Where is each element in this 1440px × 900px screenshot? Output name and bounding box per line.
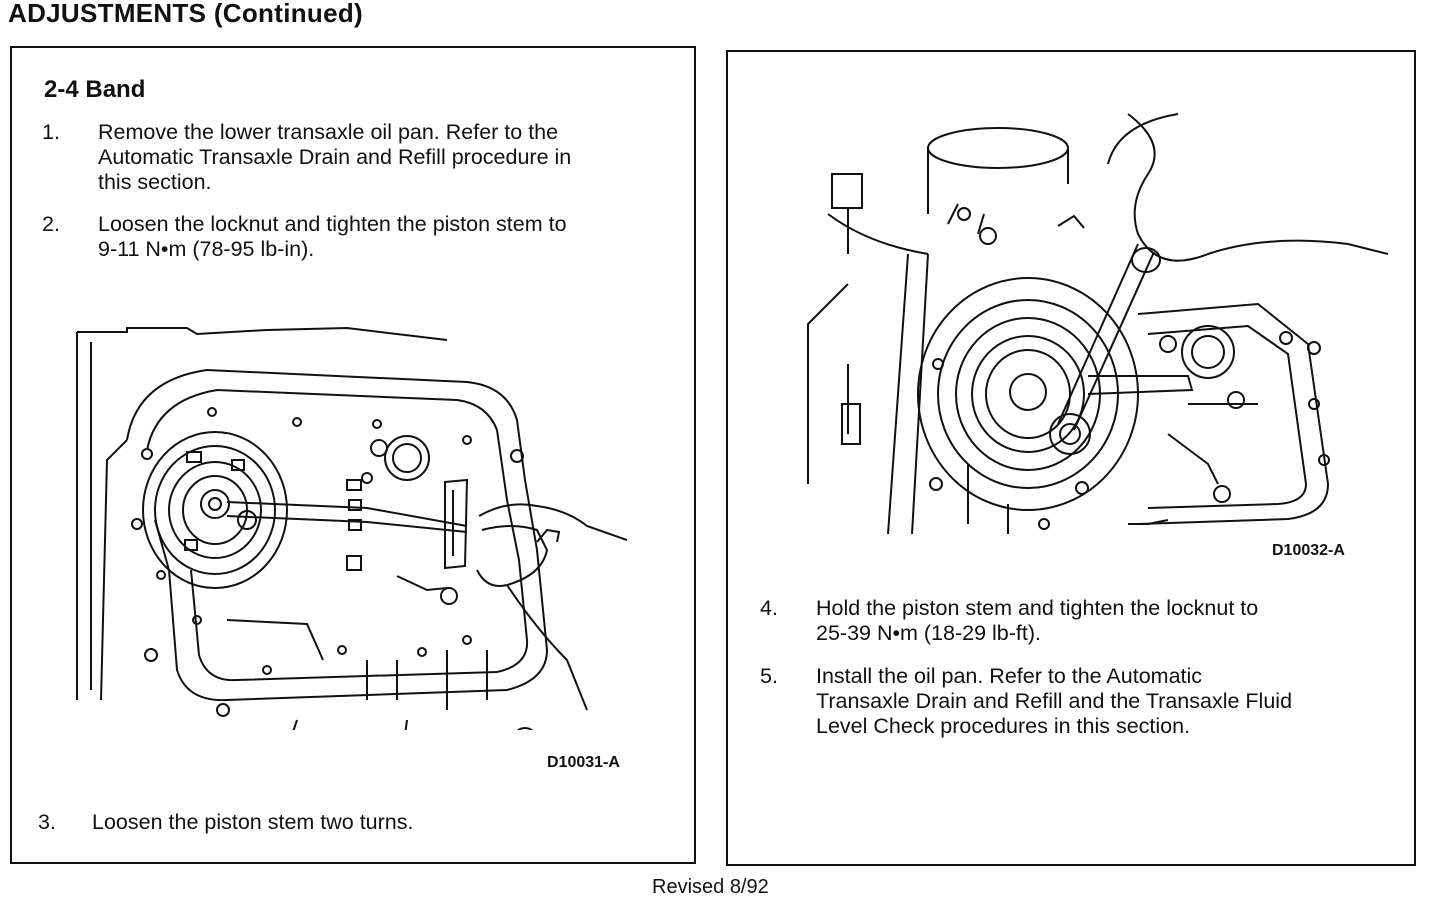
step-line: Install the oil pan. Refer to the Automa… bbox=[816, 664, 1203, 688]
step-3: 3. Loosen the piston stem two turns. bbox=[38, 810, 678, 838]
step-1: 1. Remove the lower transaxle oil pan. R… bbox=[42, 120, 682, 198]
step-line: 25-39 N•m (18-29 lb-ft). bbox=[816, 621, 1041, 645]
revision-footer: Revised 8/92 bbox=[652, 876, 769, 898]
step-line: Loosen the piston stem two turns. bbox=[92, 810, 414, 834]
figure-id: D10032-A bbox=[1272, 542, 1345, 559]
section-title: 2-4 Band bbox=[44, 76, 146, 103]
step-line: Level Check procedures in this section. bbox=[816, 714, 1191, 738]
step-line: 9-11 N•m (78-95 lb-in). bbox=[98, 237, 315, 261]
step-line: Automatic Transaxle Drain and Refill pro… bbox=[98, 145, 572, 169]
page-heading: ADJUSTMENTS (Continued) bbox=[8, 0, 363, 28]
left-panel: 2-4 Band 1. Remove the lower transaxle o… bbox=[10, 46, 696, 864]
step-line: Loosen the locknut and tighten the pisto… bbox=[98, 212, 567, 236]
step-4: 4. Hold the piston stem and tighten the … bbox=[760, 596, 1400, 648]
step-number: 3. bbox=[38, 810, 56, 834]
step-line: Remove the lower transaxle oil pan. Refe… bbox=[98, 120, 559, 144]
step-number: 5. bbox=[760, 664, 778, 688]
step-number: 1. bbox=[42, 120, 60, 144]
step-2: 2. Loosen the locknut and tighten the pi… bbox=[42, 212, 682, 264]
step-line: Transaxle Drain and Refill and the Trans… bbox=[816, 689, 1293, 713]
transaxle-illustration-left bbox=[76, 326, 627, 730]
transaxle-illustration-right bbox=[807, 113, 1388, 534]
step-5: 5. Install the oil pan. Refer to the Aut… bbox=[760, 664, 1410, 742]
figure-id: D10031-A bbox=[547, 754, 620, 771]
step-line: Hold the piston stem and tighten the loc… bbox=[816, 596, 1259, 620]
right-panel: D10032-A 4. Hold the piston stem and tig… bbox=[726, 50, 1416, 866]
step-number: 4. bbox=[760, 596, 778, 620]
step-number: 2. bbox=[42, 212, 60, 236]
step-line: this section. bbox=[98, 170, 212, 194]
